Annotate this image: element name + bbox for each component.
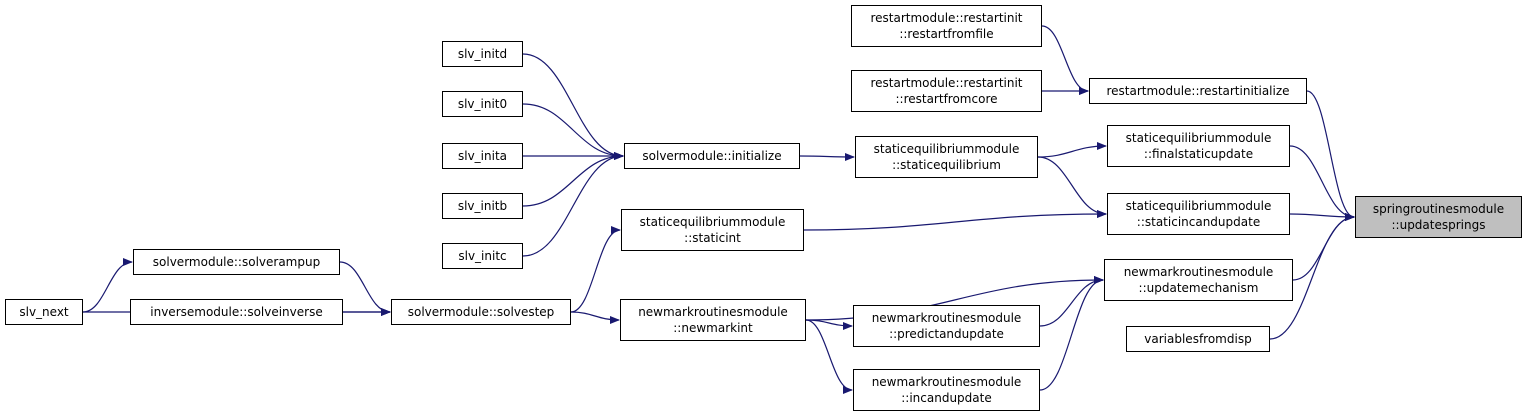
node-variablesfromdisp[interactable]: variablesfromdisp: [1126, 326, 1270, 352]
node-updatemechanism-label-1: newmarkroutinesmodule: [1123, 265, 1274, 279]
node-finalstaticupdate-label-2: ::finalstaticupdate: [1143, 147, 1254, 161]
node-solverampup[interactable]: solvermodule::solverampup: [133, 249, 340, 275]
node-initialize-label-1: solvermodule::initialize: [642, 149, 782, 163]
node-staticincandupdate[interactable]: staticequilibriummodule::staticincandupd…: [1107, 193, 1290, 235]
node-restartinitialize-label-1: restartmodule::restartinitialize: [1106, 84, 1290, 98]
node-staticint-label-1: staticequilibriummodule: [639, 215, 786, 229]
node-finalstaticupdate[interactable]: staticequilibriummodule::finalstaticupda…: [1107, 125, 1290, 167]
node-solveinverse-label-1: inversemodule::solveinverse: [150, 305, 323, 319]
node-staticint-label-2: ::staticint: [684, 231, 741, 245]
edge-newmarkint-to-incandupdate: [805, 319, 853, 394]
node-incandupdate-label-2: ::incandupdate: [901, 391, 992, 405]
node-staticequilibrium-label-2: ::staticequilibrium: [892, 158, 1001, 172]
edge-slv_initc-to-initialize: [522, 152, 624, 257]
node-restartfromfile[interactable]: restartmodule::restartinit::restartfromf…: [851, 5, 1042, 47]
node-updatemechanism-label-2: ::updatemechanism: [1138, 281, 1259, 295]
node-solvestep[interactable]: solvermodule::solvestep: [391, 299, 571, 325]
node-restartfromfile-label-1: restartmodule::restartinit: [870, 11, 1023, 25]
node-slv-initb-label-1: slv_initb: [457, 199, 508, 213]
node-staticincandupdate-label-2: ::staticincandupdate: [1136, 215, 1261, 229]
node-solverampup-label-1: solvermodule::solverampup: [152, 255, 321, 269]
edge-slv_next-to-solverampup: [82, 258, 133, 313]
node-staticint[interactable]: staticequilibriummodule::staticint: [621, 209, 804, 251]
node-staticequilibrium[interactable]: staticequilibriummodule::staticequilibri…: [855, 136, 1038, 178]
node-slv-initb[interactable]: slv_initb: [442, 193, 523, 219]
edge-solvestep-to-newmarkint: [570, 311, 620, 324]
node-slv-init0[interactable]: slv_init0: [442, 91, 523, 117]
node-newmarkint-label-1: newmarkroutinesmodule: [638, 305, 788, 319]
node-initialize[interactable]: solvermodule::initialize: [624, 143, 800, 169]
node-slv-initc-label-1: slv_initc: [458, 249, 507, 263]
edge-predictandupdate-to-updatemechanism: [1039, 276, 1104, 327]
node-updatesprings-label-1: springroutinesmodule: [1372, 202, 1505, 216]
node-solveinverse[interactable]: inversemodule::solveinverse: [130, 299, 343, 325]
node-restartfromcore[interactable]: restartmodule::restartinit::restartfromc…: [851, 70, 1042, 112]
node-slv-next[interactable]: slv_next: [5, 299, 83, 325]
node-incandupdate-label-1: newmarkroutinesmodule: [871, 375, 1022, 389]
node-updatemechanism[interactable]: newmarkroutinesmodule::updatemechanism: [1104, 259, 1293, 301]
edge-restartinitialize-to-updatesprings: [1306, 90, 1355, 221]
node-restartfromcore-label-2: ::restartfromcore: [895, 92, 998, 106]
node-staticincandupdate-label-1: staticequilibriummodule: [1125, 199, 1272, 213]
node-predictandupdate-label-1: newmarkroutinesmodule: [871, 311, 1022, 325]
edge-slv_initb-to-initialize: [522, 152, 624, 207]
edge-staticequilibrium-to-staticincandupdate: [1037, 156, 1107, 218]
edge-staticint-to-staticincandupdate: [803, 210, 1107, 231]
edge-variablesfromdisp-to-updatesprings: [1269, 213, 1355, 340]
node-updatesprings-label-2: ::updatesprings: [1391, 218, 1486, 232]
node-slv-inita[interactable]: slv_inita: [442, 143, 523, 169]
node-slv-init0-label-1: slv_init0: [457, 97, 508, 111]
edge-slv_initd-to-initialize: [522, 53, 624, 160]
node-updatesprings[interactable]: springroutinesmodule::updatesprings: [1355, 196, 1522, 238]
node-slv-initd[interactable]: slv_initd: [442, 41, 523, 67]
edge-solvestep-to-staticint: [570, 226, 621, 313]
edge-initialize-to-staticequilibrium: [799, 152, 855, 161]
node-finalstaticupdate-label-1: staticequilibriummodule: [1125, 131, 1272, 145]
node-slv-inita-label-1: slv_inita: [457, 149, 508, 163]
edge-staticequilibrium-to-finalstaticupdate: [1037, 142, 1107, 158]
node-staticequilibrium-label-1: staticequilibriummodule: [873, 142, 1020, 156]
node-predictandupdate[interactable]: newmarkroutinesmodule::predictandupdate: [853, 305, 1040, 347]
edge-newmarkint-to-predictandupdate: [805, 319, 853, 330]
node-slv-initc[interactable]: slv_initc: [442, 243, 523, 269]
edges: [82, 25, 1355, 394]
node-predictandupdate-label-2: ::predictandupdate: [889, 327, 1004, 341]
node-newmarkint-label-2: ::newmarkint: [673, 321, 753, 335]
node-solvestep-label-1: solvermodule::solvestep: [407, 305, 555, 319]
node-slv-initd-label-1: slv_initd: [457, 47, 508, 61]
node-newmarkint[interactable]: newmarkroutinesmodule::newmarkint: [620, 299, 806, 341]
edge-slv_init0-to-initialize: [522, 103, 624, 160]
node-incandupdate[interactable]: newmarkroutinesmodule::incandupdate: [853, 369, 1040, 411]
edge-restartfromfile-to-restartinitialize: [1041, 25, 1089, 95]
node-slv-next-label-1: slv_next: [19, 305, 69, 319]
node-restartfromfile-label-2: ::restartfromfile: [899, 27, 994, 41]
node-restartinitialize[interactable]: restartmodule::restartinitialize: [1089, 78, 1307, 104]
node-restartfromcore-label-1: restartmodule::restartinit: [870, 76, 1023, 90]
node-variablesfromdisp-label-1: variablesfromdisp: [1144, 332, 1252, 346]
edge-solverampup-to-solvestep: [339, 261, 391, 316]
edge-incandupdate-to-updatemechanism: [1039, 276, 1104, 391]
